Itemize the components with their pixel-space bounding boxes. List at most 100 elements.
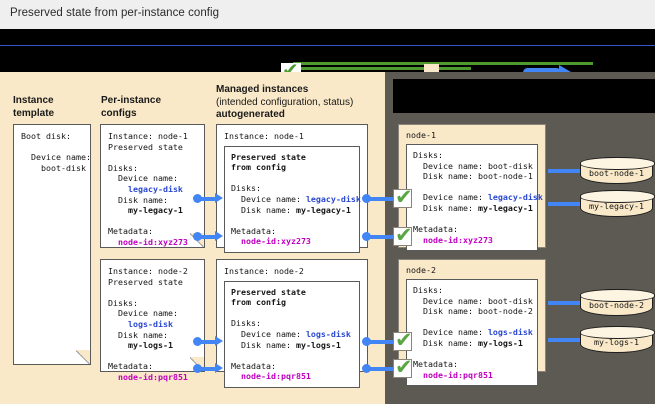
connector-arrow-cfg2-metadata <box>215 363 223 373</box>
connector-line-node1-boot-disk <box>548 169 580 173</box>
connector-arrow-cfg2-disk <box>215 336 223 346</box>
page-title: Preserved state from per-instance config <box>10 7 220 19</box>
legend-green-line-secondary <box>296 67 471 70</box>
legend-blue-arrow-icon <box>523 65 571 72</box>
node-extra-disk-label: Disk name: <box>423 202 478 213</box>
mi-disk-label: Disk name: <box>241 204 296 215</box>
config-metadata-label: Metadata: <box>108 361 153 372</box>
node-boot-disk-value: boot-node-2 <box>477 306 533 317</box>
column-header-line-2: configs <box>101 107 137 119</box>
mi-instance-line: Instance: node-1 <box>224 131 304 141</box>
config-device-value: logs-disk <box>127 318 173 329</box>
connector-dot-cfg2-disk <box>193 337 202 346</box>
config-metadata-value: node-id:pqr851 <box>118 371 188 382</box>
column-header-line-1: Per-instance <box>101 95 162 106</box>
config-instance-line: Instance: node-1 <box>108 131 188 141</box>
config-preserved-line: Preserved state <box>108 276 183 287</box>
check-glyph: ✔ <box>395 223 413 247</box>
node-boot-disk-value: boot-node-1 <box>477 171 533 182</box>
disk-label: my-legacy-1 <box>589 201 644 211</box>
mi-metadata-value: node-id:pqr851 <box>241 371 311 382</box>
check-glyph: ✔ <box>395 185 413 209</box>
node-boot-device-label: Device name: <box>423 295 488 306</box>
node-boot-device-label: Device name: <box>423 160 488 171</box>
connector-dot-cfg1-disk <box>193 194 202 203</box>
node-disks-label: Disks: <box>413 150 443 160</box>
mi-disks-label: Disks: <box>231 183 261 194</box>
right-panel-header-redacted <box>393 79 655 113</box>
node-details-box: Disks: Device name: boot-disk Disk name:… <box>406 279 538 387</box>
connector-arrow-cfg1-metadata <box>215 231 223 241</box>
node-extra-disk-value: my-logs-1 <box>477 337 523 348</box>
node-name-label: node-2 <box>406 265 436 275</box>
config-device-label: Device name: <box>118 173 178 184</box>
config-preserved-line: Preserved state <box>108 141 183 152</box>
mi-disks-label: Disks: <box>231 318 261 329</box>
mi-metadata-label: Metadata: <box>231 225 276 236</box>
connector-dot-cfg2-metadata <box>193 364 202 373</box>
disk-cylinder-my-legacy-1: my-legacy-1 <box>579 189 655 217</box>
config-disk-value: my-logs-1 <box>127 340 173 351</box>
template-device-label: Device name: <box>31 152 91 163</box>
check-glyph: ✔ <box>282 58 299 73</box>
connector-dot-mi2-disk <box>362 337 371 346</box>
mi-preserved-title-1: Preserved state <box>231 286 306 297</box>
mi-metadata-value: node-id:xyz273 <box>241 236 311 247</box>
connector-line-node2-logs-disk <box>548 338 580 342</box>
disk-label: boot-node-1 <box>589 168 644 178</box>
mi-disk-value: my-legacy-1 <box>295 204 351 215</box>
node-details-box: Disks: Device name: boot-disk Disk name:… <box>406 144 543 252</box>
node-boot-device-value: boot-disk <box>487 295 533 306</box>
mi-device-value: legacy-disk <box>305 193 361 204</box>
config-metadata-value: node-id:xyz273 <box>118 236 188 247</box>
node-extra-disk-value: my-legacy-1 <box>477 202 533 213</box>
node-extra-device-label: Device name: <box>423 192 488 203</box>
status-check-icon-node1-disk: ✔ <box>393 185 413 209</box>
check-glyph: ✔ <box>395 355 413 379</box>
column-header-instance-template: Instance template <box>13 95 54 120</box>
connector-dot-mi2-metadata <box>362 364 371 373</box>
config-device-label: Device name: <box>118 308 178 319</box>
mi-preserved-title-2: from config <box>231 162 286 173</box>
status-check-icon-node2-metadata: ✔ <box>393 355 413 379</box>
legend-green-line <box>293 62 593 65</box>
connector-line-mi1-metadata <box>368 235 398 239</box>
status-check-icon-node2-disk: ✔ <box>393 328 413 352</box>
config-disks-label: Disks: <box>108 162 138 173</box>
mi-preserved-title-1: Preserved state <box>231 151 306 162</box>
node-container-node-1: node-1 Disks: Device name: boot-disk Dis… <box>398 124 546 252</box>
legend-tan-square-icon <box>424 64 439 72</box>
mi-preserved-title-2: from config <box>231 297 286 308</box>
mi-preserved-state-box: Preserved state from config Disks: Devic… <box>224 280 360 388</box>
boot-disk-title: Boot disk: <box>21 131 71 141</box>
connector-dot-mi1-disk <box>362 194 371 203</box>
disk-cylinder-my-logs-1: my-logs-1 <box>579 325 655 353</box>
template-device-value: boot-disk <box>40 162 86 173</box>
mi-instance-line: Instance: node-2 <box>224 266 304 276</box>
node-extra-disk-label: Disk name: <box>423 337 478 348</box>
disk-cylinder-boot-node-2: boot-node-2 <box>579 288 655 316</box>
connector-arrow-cfg1-disk <box>215 193 223 203</box>
node-boot-disk-label: Disk name: <box>423 306 478 317</box>
node-boot-disk-label: Disk name: <box>423 171 478 182</box>
disk-label: my-logs-1 <box>594 337 639 347</box>
mi-disk-value: my-logs-1 <box>295 339 341 350</box>
node-container-node-2: node-2 Disks: Device name: boot-disk Dis… <box>398 259 546 387</box>
config-disks-label: Disks: <box>108 297 138 308</box>
mi-disk-label: Disk name: <box>241 339 296 350</box>
disk-cylinder-boot-node-1: boot-node-1 <box>579 156 655 184</box>
node-boot-device-value: boot-disk <box>487 160 533 171</box>
config-metadata-label: Metadata: <box>108 226 153 237</box>
connector-line-node1-legacy-disk <box>548 202 580 206</box>
title-bar: Preserved state from per-instance config <box>0 0 655 29</box>
node-metadata-label: Metadata: <box>413 224 458 235</box>
node-disks-label: Disks: <box>413 285 443 295</box>
node-metadata-value: node-id:pqr851 <box>423 369 493 380</box>
redaction-line-1 <box>393 79 637 92</box>
column-header-line-2: template <box>13 107 55 119</box>
disk-label: boot-node-2 <box>589 300 644 310</box>
connector-line-cfg1-disk <box>199 197 215 201</box>
column-header-line-3: autogenerated <box>216 109 285 120</box>
